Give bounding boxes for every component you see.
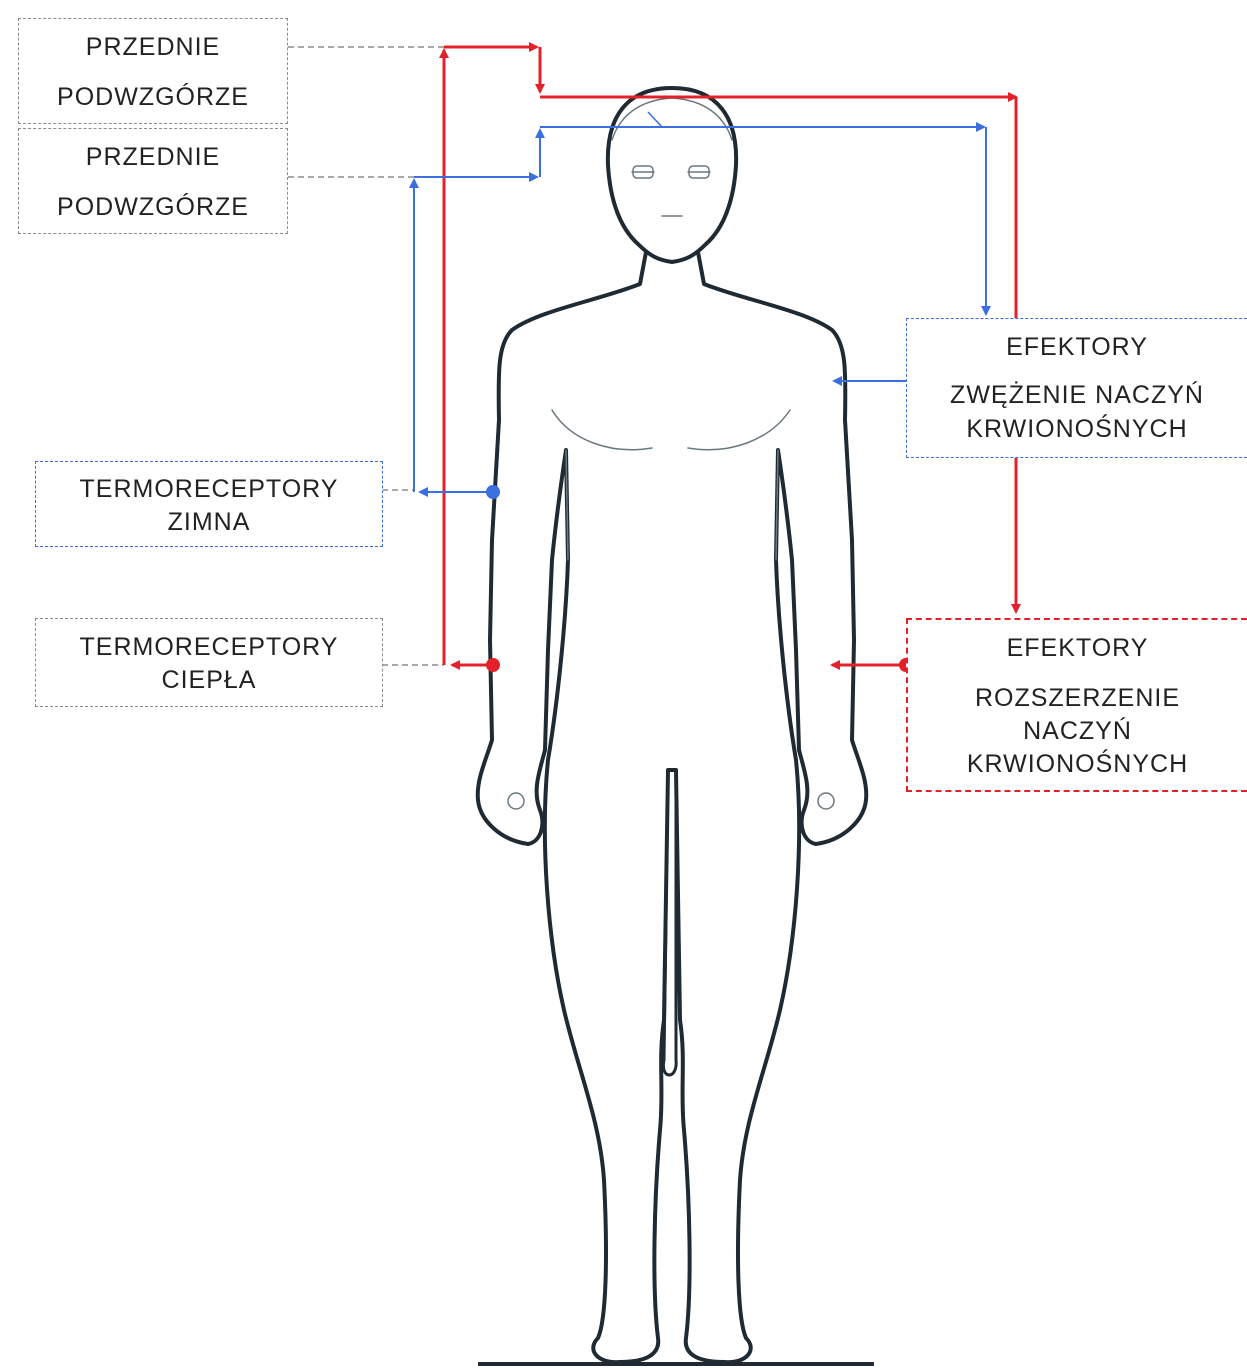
box-line: ROZSZERZENIE [908, 684, 1247, 713]
dilation-effectors-box: EFEKTORY ROZSZERZENIE NACZYŃ KRWIONOŚNYC… [906, 618, 1247, 792]
cold-receptors-box: TERMORECEPTORY ZIMNA [35, 461, 383, 547]
box-line: PODWZGÓRZE [19, 193, 287, 222]
warm-receptor-dot [486, 658, 500, 672]
cold-receptor-dot [486, 485, 500, 499]
box-line: PODWZGÓRZE [19, 83, 287, 112]
hypothalamus-connectors [288, 47, 444, 665]
box-line: ZWĘŻENIE NACZYŃ [907, 381, 1247, 410]
warm-receptors-box: TERMORECEPTORY CIEPŁA [35, 618, 383, 707]
body-silhouette [478, 252, 867, 1362]
box-line: TERMORECEPTORY [36, 475, 382, 504]
box-line: PRZEDNIE [19, 143, 287, 172]
box-line: EFEKTORY [907, 333, 1247, 362]
hypothalamus-box-top: PRZEDNIE PODWZGÓRZE [18, 18, 288, 124]
box-line: EFEKTORY [908, 634, 1247, 663]
box-line: KRWIONOŚNYCH [908, 750, 1247, 779]
box-line: PRZEDNIE [19, 33, 287, 62]
box-line: TERMORECEPTORY [36, 633, 382, 662]
human-body-icon [478, 88, 867, 1362]
constriction-effectors-box: EFEKTORY ZWĘŻENIE NACZYŃ KRWIONOŚNYCH [906, 318, 1247, 458]
box-line: ZIMNA [36, 508, 382, 537]
box-line: KRWIONOŚNYCH [907, 415, 1247, 444]
box-line: NACZYŃ [908, 717, 1247, 746]
hypothalamus-box-bottom: PRZEDNIE PODWZGÓRZE [18, 128, 288, 234]
box-line: CIEPŁA [36, 666, 382, 695]
